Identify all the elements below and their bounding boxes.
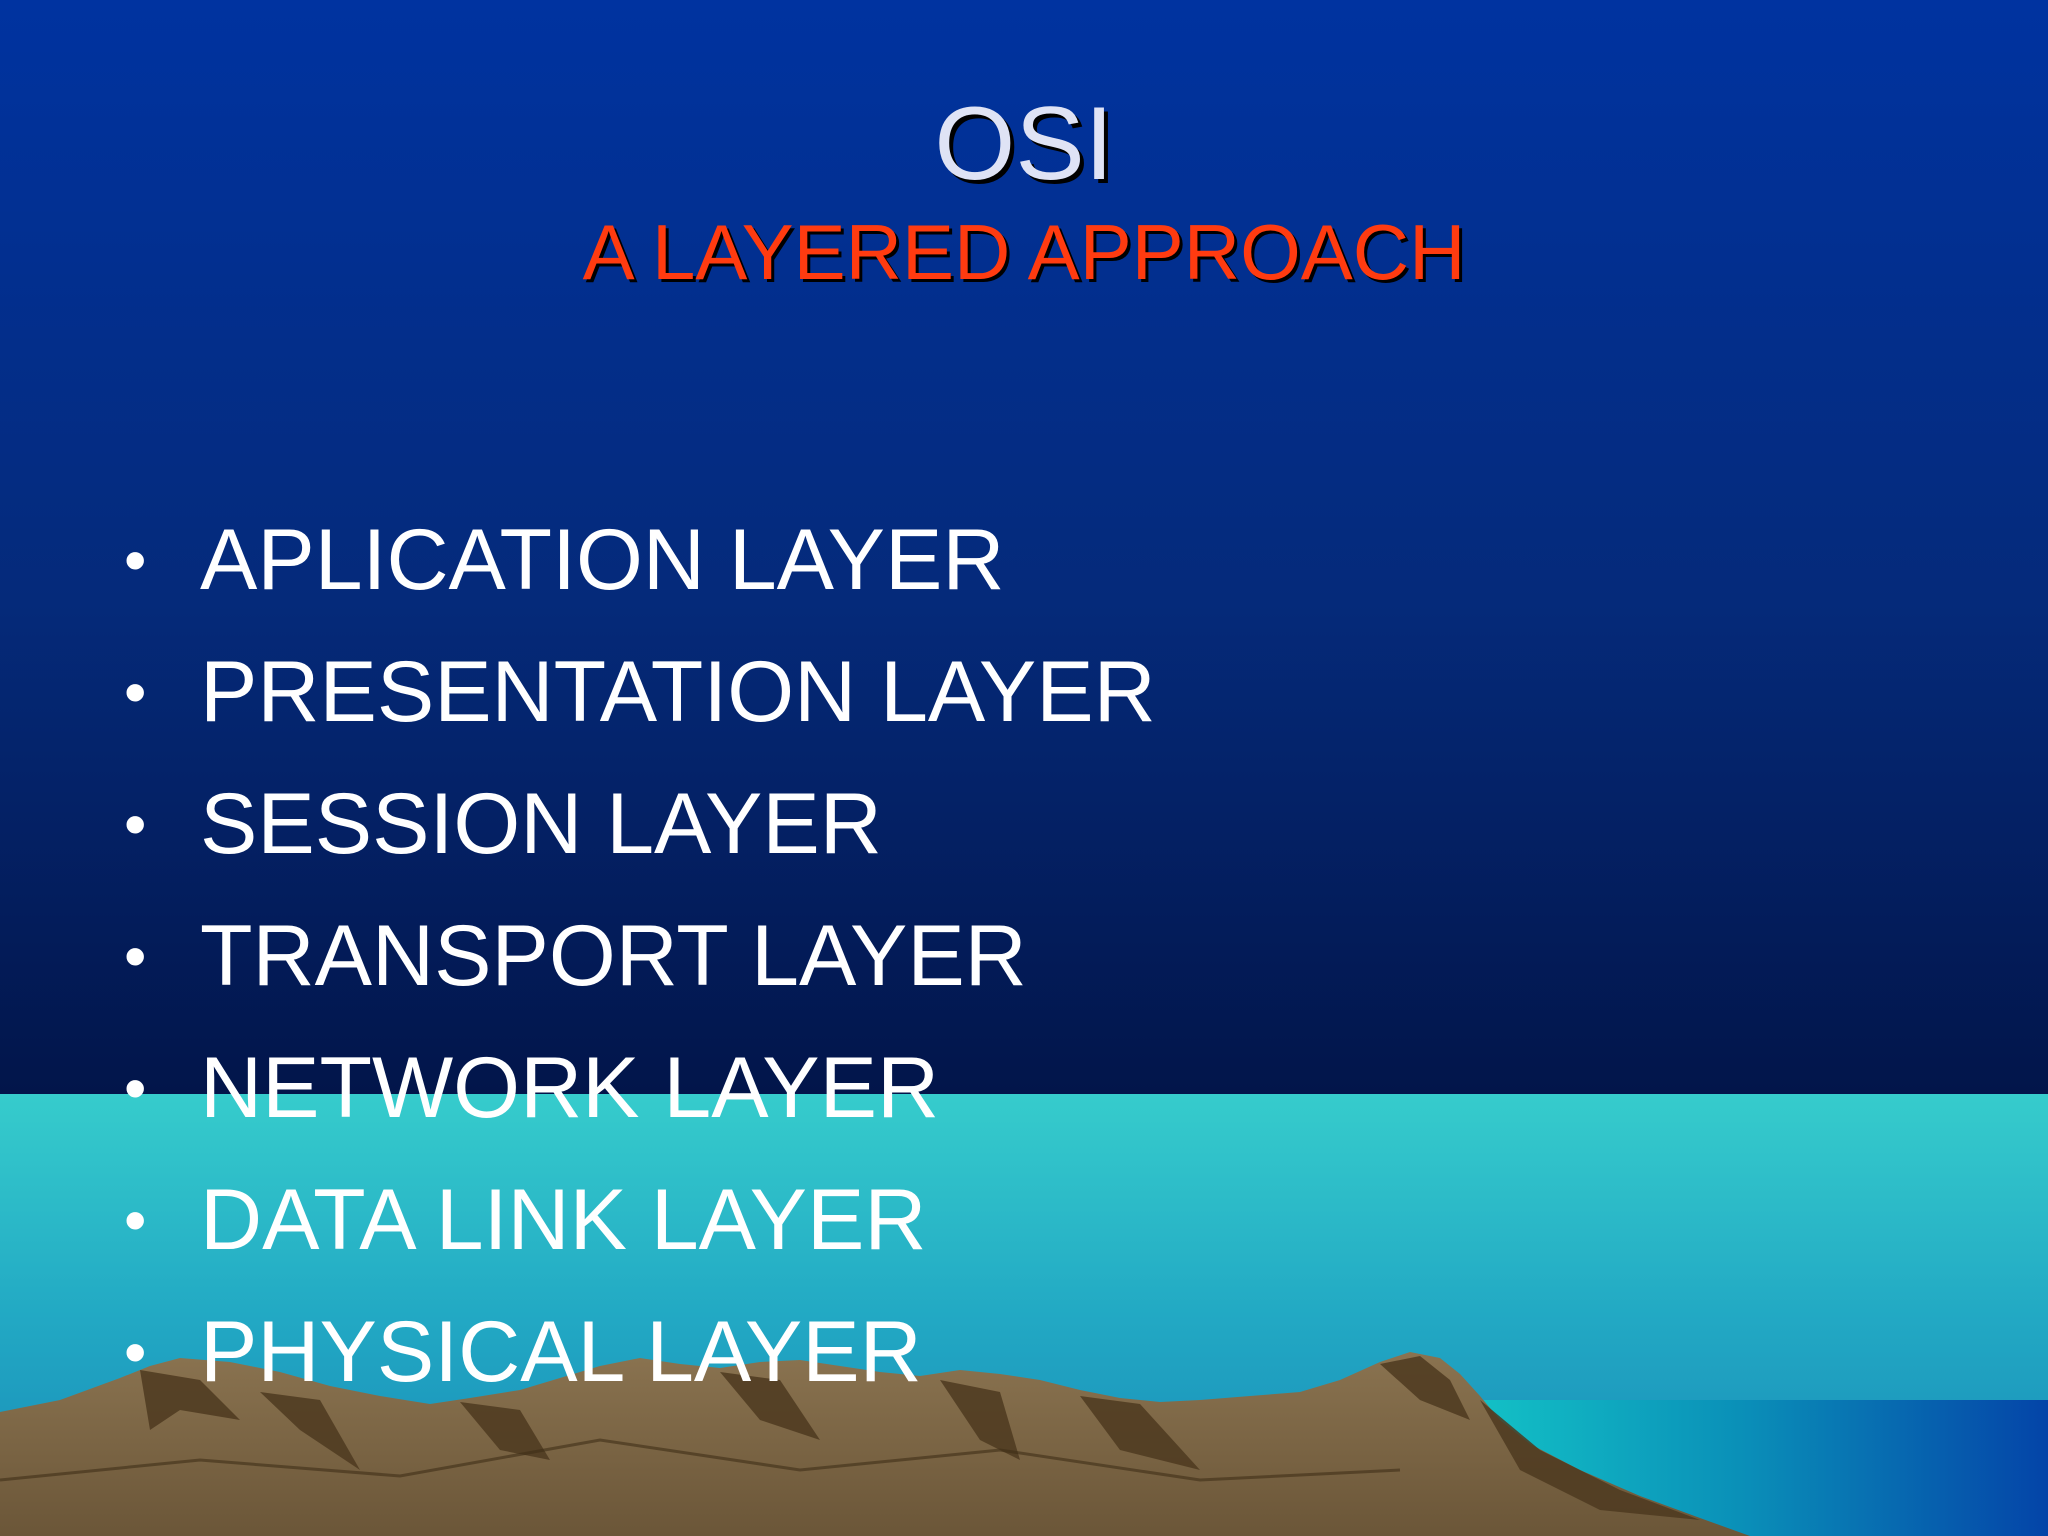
mountain-shadow-1 (140, 1370, 240, 1430)
mountain-shadow-4 (720, 1372, 820, 1440)
list-item-network-layer: • NETWORK LAYER (120, 1040, 1156, 1172)
mountain-shadow-6 (1080, 1396, 1200, 1470)
bullet-icon: • (124, 1052, 147, 1124)
slide-subtitle: A LAYERED APPROACH (582, 208, 1466, 296)
bullet-icon: • (124, 1184, 147, 1256)
bullet-icon: • (124, 656, 147, 728)
list-item-session-layer: • SESSION LAYER (120, 776, 1156, 908)
mountain-shadow-2 (260, 1392, 360, 1470)
bullet-text: PRESENTATION LAYER (200, 644, 1156, 740)
list-item-transport-layer: • TRANSPORT LAYER (120, 908, 1156, 1040)
list-item-presentation-layer: • PRESENTATION LAYER (120, 644, 1156, 776)
bullet-icon: • (124, 788, 147, 860)
list-item-application-layer: • APLICATION LAYER (120, 512, 1156, 644)
mountain-shadow-5 (940, 1380, 1020, 1460)
mountains (0, 1352, 1750, 1536)
sky (0, 0, 2048, 1094)
bullet-text: TRANSPORT LAYER (200, 908, 1027, 1004)
mountain-shadow-7 (1380, 1356, 1470, 1420)
list-item-physical-layer: • PHYSICAL LAYER (120, 1304, 1156, 1436)
bullet-text: DATA LINK LAYER (200, 1172, 927, 1268)
bullet-icon: • (124, 524, 147, 596)
layer-bullet-list: • APLICATION LAYER • PRESENTATION LAYER … (120, 512, 1156, 1436)
mountain-shadow-8 (1480, 1400, 1700, 1520)
bullet-text: SESSION LAYER (200, 776, 882, 872)
bullet-text: NETWORK LAYER (200, 1040, 940, 1136)
mountain-shadow-3 (460, 1402, 550, 1460)
bullet-text: PHYSICAL LAYER (200, 1304, 922, 1400)
list-item-data-link-layer: • DATA LINK LAYER (120, 1172, 1156, 1304)
mountain-ridge (0, 1438, 1401, 1482)
bullet-icon: • (124, 1316, 147, 1388)
slide-title: OSI (934, 86, 1114, 202)
bullet-icon: • (124, 920, 147, 992)
bullet-text: APLICATION LAYER (200, 512, 1005, 608)
